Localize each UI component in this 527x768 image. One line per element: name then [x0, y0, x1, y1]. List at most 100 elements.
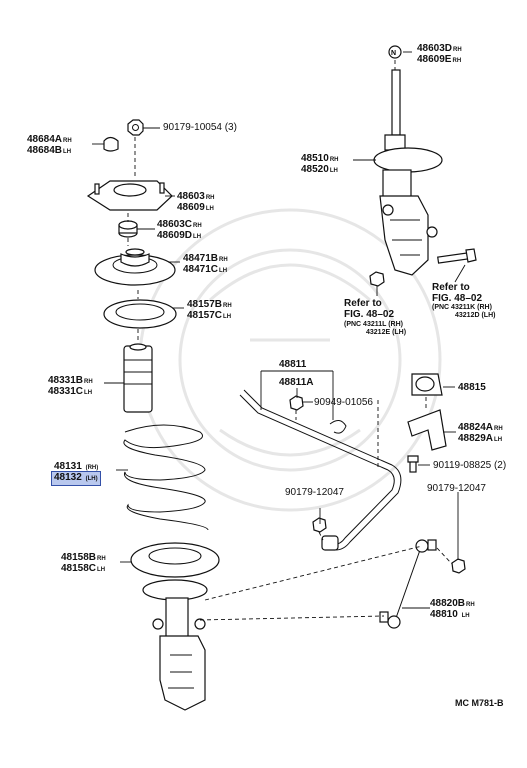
- label-suffix: LH: [205, 206, 214, 212]
- label-suffix: LH: [97, 567, 106, 573]
- label-suffix: RH: [329, 157, 339, 163]
- label-48471b: 48471BRH: [183, 253, 228, 266]
- label-code: 90949-01056: [314, 397, 373, 408]
- label-90949-01056: 90949-01056: [314, 397, 373, 408]
- label-suffix: LH: [223, 314, 232, 320]
- label-code: 48158B: [61, 552, 97, 563]
- label-suffix: RH: [223, 303, 232, 309]
- label-48157b: 48157BRH: [187, 299, 232, 312]
- label-code: 48810: [430, 609, 458, 620]
- label-suffix: RH: [219, 257, 228, 263]
- stab-clip-part: [329, 420, 347, 434]
- watermark: [138, 208, 442, 512]
- label-code: 48811: [279, 359, 307, 370]
- label-48331c: 48331CLH: [48, 386, 92, 399]
- lower-insulator-part: [130, 542, 220, 578]
- label-48471c: 48471CLH: [183, 264, 227, 277]
- label-suffix: RH: [84, 379, 93, 385]
- label-48132-highlight: 48132 (LH): [51, 471, 101, 486]
- label-48684b: 48684BLH: [27, 145, 71, 158]
- right-strut-part: N: [373, 45, 443, 276]
- label-90119-08825: 90119-08825 (2): [433, 460, 506, 471]
- label-48810: 48810 LH: [430, 609, 470, 622]
- label-code: 90179-12047: [285, 487, 344, 498]
- label-48331b: 48331BRH: [48, 375, 93, 388]
- bracket-part: [407, 409, 447, 451]
- label-48158c: 48158CLH: [61, 563, 105, 576]
- label-suffix: LH: [494, 437, 503, 443]
- label-48811: 48811: [279, 359, 306, 370]
- label-48603d: 48603DRH: [417, 43, 462, 56]
- label-code: 48158C: [61, 563, 97, 574]
- label-suffix: (RH): [85, 465, 99, 471]
- label-code: 48820B: [430, 598, 466, 609]
- label-suffix: RH: [193, 223, 202, 229]
- label-48609d: 48609DLH: [157, 230, 201, 243]
- label-suffix: RH: [452, 58, 462, 64]
- label-code: 48609: [177, 202, 205, 213]
- label-code: 48331C: [48, 386, 84, 397]
- label-48820b: 48820BRH: [430, 598, 475, 611]
- stab-nut-part: [289, 395, 304, 411]
- label-48609: 48609LH: [177, 202, 214, 215]
- bushing-part: [411, 373, 443, 396]
- bracket-bolt-part: [407, 455, 419, 473]
- label-code: 48331B: [48, 375, 84, 386]
- label-suffix: LH: [461, 613, 470, 619]
- label-refer-right-4: 43212D (LH): [455, 312, 496, 319]
- link-nut-right-part: [451, 558, 466, 574]
- label-90179-10054: 90179-10054 (3): [163, 122, 237, 133]
- label-code: 90179-10054 (3): [163, 122, 237, 133]
- spring-seat-part: [94, 248, 176, 286]
- label-refer-right-3: (PNC 43211K (RH): [432, 304, 492, 311]
- label-code: 48815: [458, 382, 486, 393]
- label-48603: 48603RH: [177, 191, 214, 204]
- label-code: 48603D: [417, 43, 453, 54]
- label-code: 48609E: [417, 54, 452, 65]
- cap-part: [103, 136, 119, 152]
- link-nut-left-part: [312, 517, 327, 533]
- label-code: 48520: [301, 164, 329, 175]
- label-code: 48471B: [183, 253, 219, 264]
- label-48520: 48520LH: [301, 164, 338, 177]
- label-code: 48157B: [187, 299, 223, 310]
- label-48131: 48131 (RH): [54, 461, 98, 474]
- label-suffix: RH: [205, 195, 215, 201]
- label-code: 48609D: [157, 230, 193, 241]
- label-code: 48132: [54, 472, 82, 483]
- label-suffix: (LH): [85, 476, 98, 482]
- label-code: 48824A: [458, 422, 494, 433]
- lower-strut-part: [142, 579, 208, 711]
- label-code: 90179-12047: [427, 483, 486, 494]
- label-suffix: LH: [63, 149, 72, 155]
- label-refer-left-4: 43212E (LH): [366, 329, 407, 336]
- label-code: 48131: [54, 461, 82, 472]
- svg-text:N: N: [391, 50, 396, 57]
- label-code: 48603: [177, 191, 205, 202]
- label-code: 48829A: [458, 433, 494, 444]
- label-refer-right-1: Refer to: [432, 282, 470, 293]
- upper-support-part: [86, 180, 173, 211]
- top-nut-part: [127, 119, 144, 136]
- leader-lines: [92, 51, 466, 609]
- spacer-part: [118, 220, 138, 238]
- label-code: 48157C: [187, 310, 223, 321]
- label-refer-left-2: FIG. 48–02: [344, 309, 395, 320]
- label-code: 48684A: [27, 134, 63, 145]
- label-suffix: RH: [494, 426, 503, 432]
- label-48824a: 48824ARH: [458, 422, 503, 435]
- label-refer-right-2: FIG. 48–02: [432, 293, 483, 304]
- label-code: 48471C: [183, 264, 219, 275]
- lower-mount-bolt-part: [437, 248, 477, 264]
- label-48158b: 48158BRH: [61, 552, 106, 565]
- label-48510: 48510RH: [301, 153, 338, 166]
- label-suffix: LH: [84, 390, 93, 396]
- stabilizer-bar-part: [239, 389, 402, 551]
- label-48609e: 48609ERH: [417, 54, 461, 67]
- footer-code: MC M781-B: [455, 698, 504, 708]
- label-suffix: RH: [453, 47, 462, 53]
- upper-insulator-part: [103, 299, 177, 329]
- label-suffix: LH: [329, 168, 338, 174]
- label-refer-left-1: Refer to: [344, 298, 382, 309]
